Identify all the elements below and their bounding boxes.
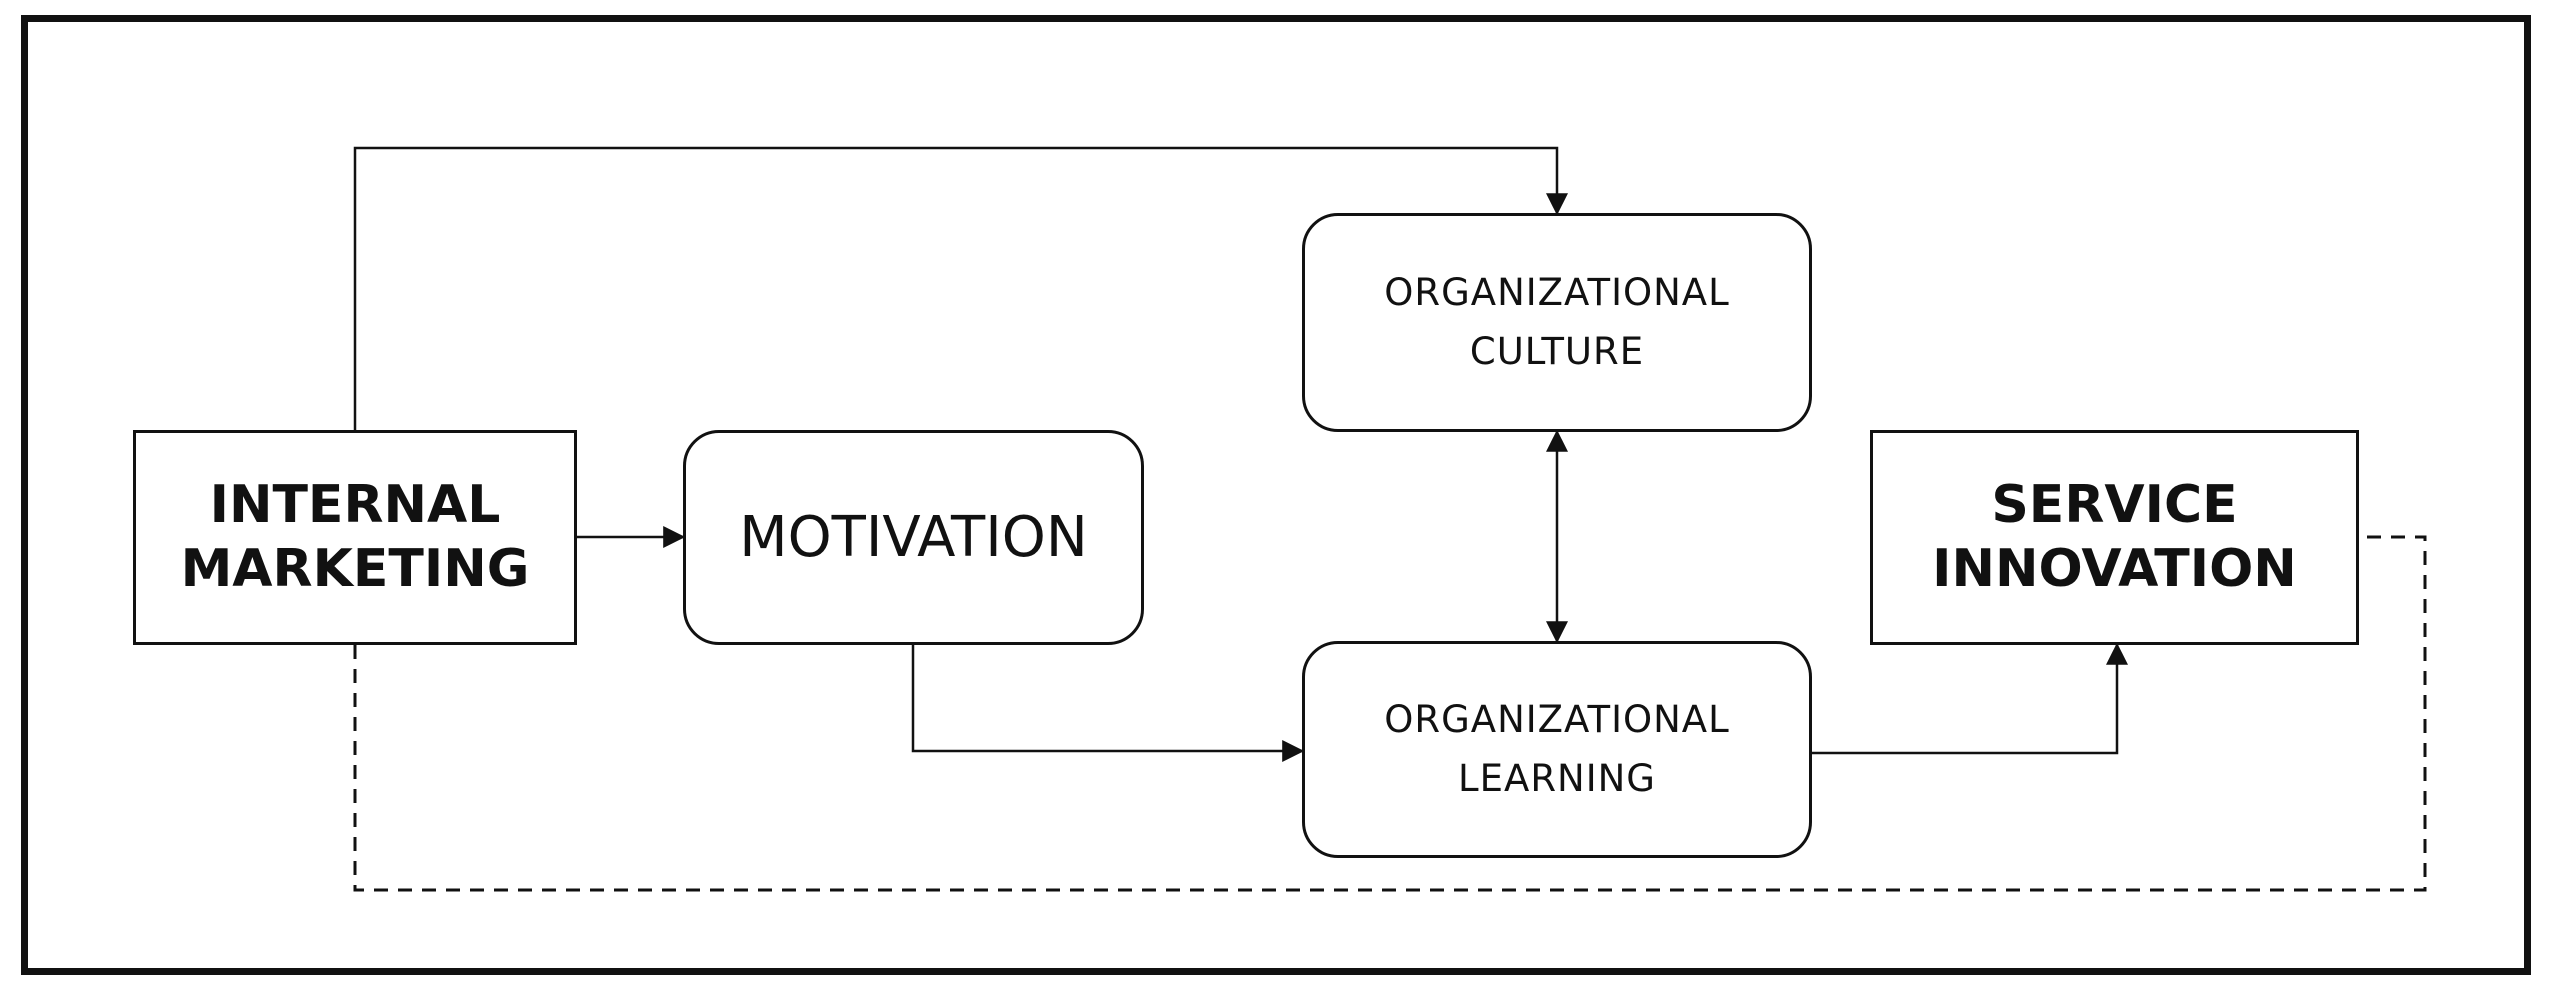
diagram-frame — [21, 15, 2531, 975]
node-organizational-culture: ORGANIZATIONAL CULTURE — [1302, 213, 1812, 432]
node-service-innovation: SERVICE INNOVATION — [1870, 430, 2359, 645]
motivation-line: MOTIVATION — [739, 504, 1088, 570]
node-internal-marketing: INTERNAL MARKETING — [133, 430, 577, 645]
internal-marketing-line1: INTERNAL — [209, 474, 501, 535]
node-organizational-learning: ORGANIZATIONAL LEARNING — [1302, 641, 1812, 858]
internal-marketing-label: INTERNAL MARKETING — [181, 474, 530, 602]
edge-internal-marketing-to-culture — [353, 146, 1568, 430]
service-innovation-label: SERVICE INNOVATION — [1932, 474, 2297, 602]
service-innovation-line2: INNOVATION — [1932, 538, 2297, 599]
organizational-culture-line2: CULTURE — [1469, 329, 1645, 373]
organizational-learning-line1: ORGANIZATIONAL — [1384, 698, 1730, 742]
edge-learning-to-service-innovation — [1811, 642, 2128, 755]
node-motivation: MOTIVATION — [683, 430, 1144, 645]
organizational-learning-line2: LEARNING — [1458, 756, 1656, 800]
edge-motivation-to-learning — [911, 645, 1305, 762]
motivation-label: MOTIVATION — [739, 504, 1088, 571]
organizational-culture-line1: ORGANIZATIONAL — [1384, 271, 1730, 315]
organizational-culture-label: ORGANIZATIONAL CULTURE — [1384, 264, 1729, 381]
internal-marketing-line2: MARKETING — [180, 538, 530, 599]
organizational-learning-label: ORGANIZATIONAL LEARNING — [1384, 691, 1729, 808]
service-innovation-line1: SERVICE — [1991, 474, 2238, 535]
edge-internal-marketing-to-service-innovation-dashed — [353, 535, 2427, 892]
